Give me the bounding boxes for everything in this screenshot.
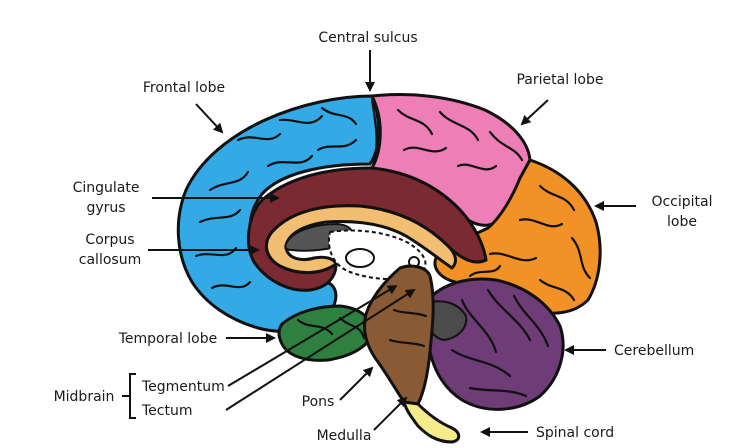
label-frontal-lobe: Frontal lobe bbox=[143, 80, 225, 96]
label-cingulate-gyrus-line2: gyrus bbox=[86, 200, 125, 216]
label-corpus-callosum-line2: callosum bbox=[79, 252, 141, 268]
arrow-tegmentum bbox=[227, 284, 398, 387]
label-parietal-lobe: Parietal lobe bbox=[516, 72, 603, 88]
label-corpus-callosum-line1: Corpus bbox=[85, 232, 134, 248]
label-occipital-lobe-line1: Occipital bbox=[651, 194, 712, 210]
arrow-tectum bbox=[225, 288, 416, 411]
label-spinal-cord: Spinal cord bbox=[536, 425, 614, 441]
midbrain-bracket bbox=[122, 373, 136, 419]
arrow-medulla bbox=[373, 396, 408, 431]
label-arrows bbox=[122, 50, 636, 437]
label-occipital-lobe-line2: lobe bbox=[667, 214, 697, 230]
spinal-cord-region bbox=[402, 400, 461, 444]
temporal-lobe-region bbox=[277, 304, 374, 362]
label-central-sulcus: Central sulcus bbox=[318, 30, 417, 46]
label-tegmentum: Tegmentum bbox=[141, 379, 225, 395]
labels: Central sulcus Frontal lobe Parietal lob… bbox=[54, 30, 713, 444]
label-medulla: Medulla bbox=[317, 428, 372, 444]
brainstem-region bbox=[363, 264, 435, 406]
mammillary-body bbox=[345, 248, 375, 268]
brain-illustration bbox=[176, 93, 602, 444]
label-temporal-lobe: Temporal lobe bbox=[118, 331, 218, 347]
label-midbrain: Midbrain bbox=[54, 389, 115, 405]
label-pons: Pons bbox=[302, 394, 335, 410]
arrow-frontal-lobe bbox=[195, 103, 224, 134]
label-tectum: Tectum bbox=[141, 403, 192, 419]
label-cerebellum: Cerebellum bbox=[614, 343, 694, 359]
arrow-pons bbox=[339, 366, 374, 401]
label-cingulate-gyrus-line1: Cingulate bbox=[73, 180, 140, 196]
corpus-callosum-region bbox=[264, 204, 457, 274]
arrow-parietal-lobe bbox=[520, 99, 549, 126]
